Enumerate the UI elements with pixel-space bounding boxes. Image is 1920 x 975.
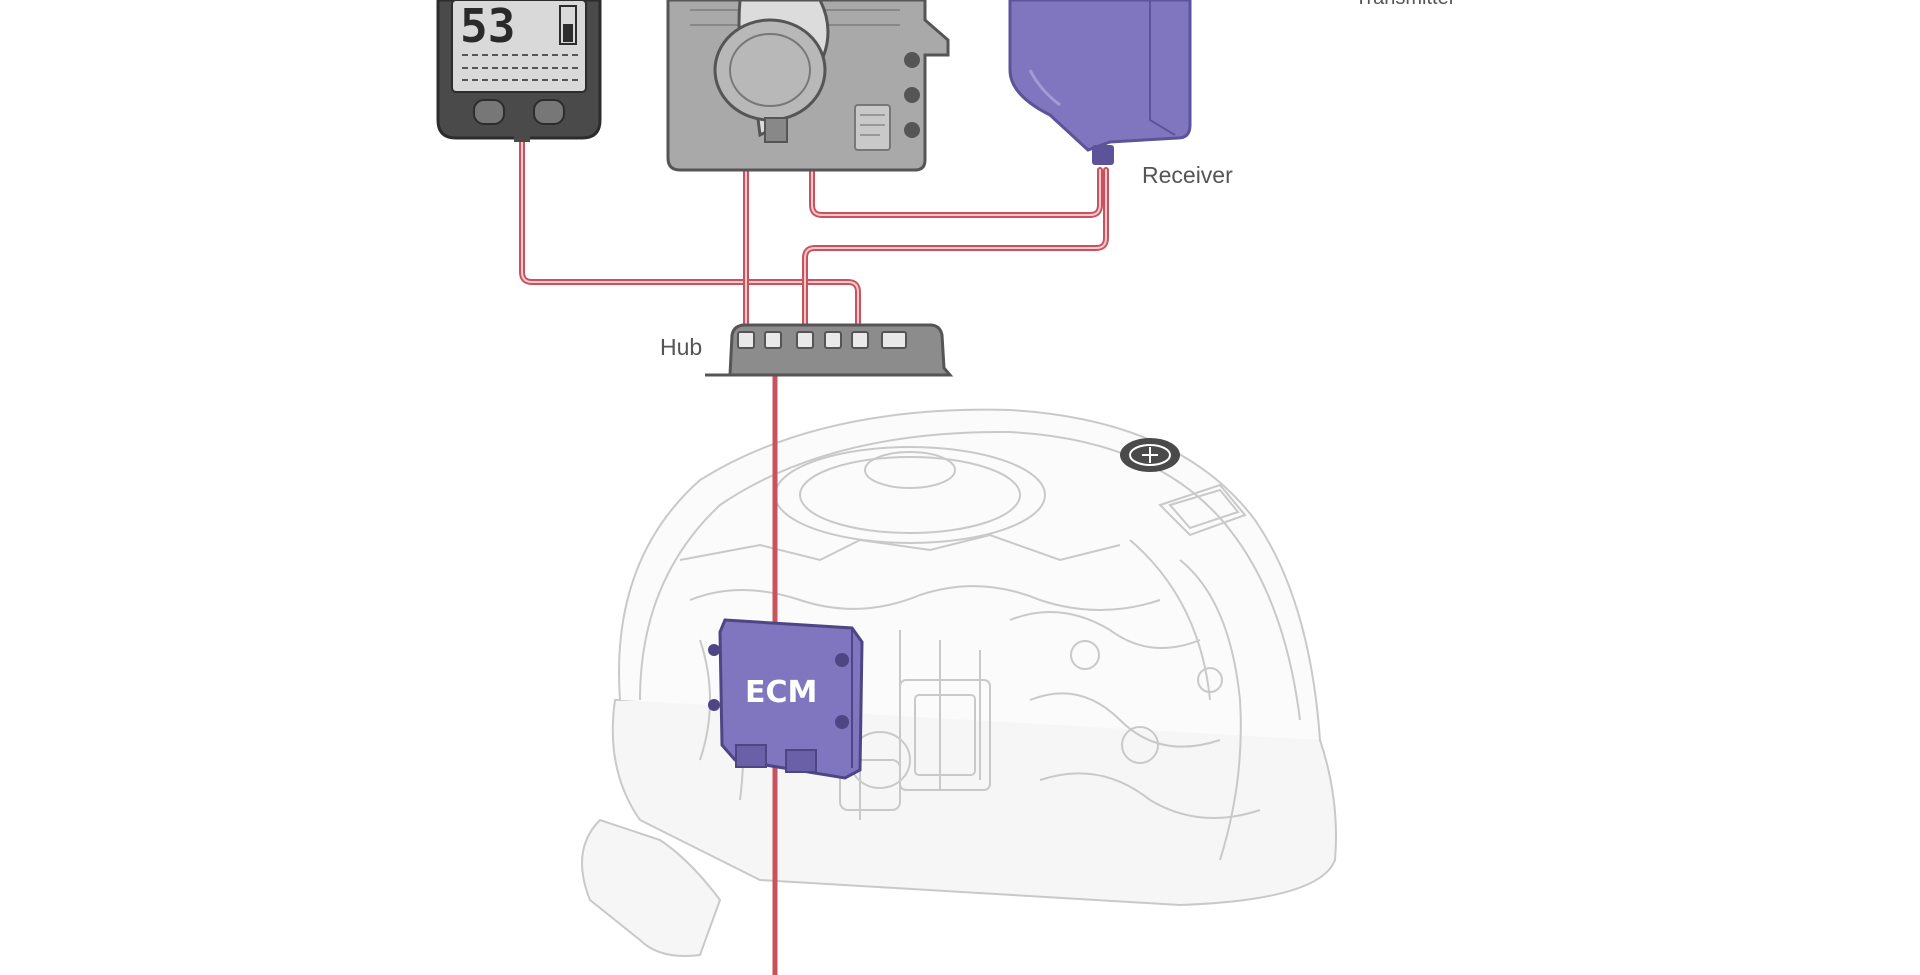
hub-label: Hub <box>660 334 702 360</box>
cable-network <box>519 122 1109 975</box>
ecm-label: ECM <box>745 675 817 710</box>
receiver-label: Receiver <box>1142 162 1233 188</box>
cowl-logo-badge <box>1120 438 1180 472</box>
gauge-left-button <box>473 99 505 125</box>
digital-gauge: 53 <box>436 0 602 142</box>
ecm-module: ECM <box>708 618 864 780</box>
remote-control-box <box>666 0 950 172</box>
gauge-lcd-value: 53 <box>460 0 515 53</box>
transmitter-label-cropped: Transmitter <box>1355 0 1456 9</box>
gauge-right-button <box>533 99 565 125</box>
network-hub <box>705 323 954 377</box>
outboard-engine <box>581 408 1337 957</box>
receiver-module <box>1008 0 1192 165</box>
